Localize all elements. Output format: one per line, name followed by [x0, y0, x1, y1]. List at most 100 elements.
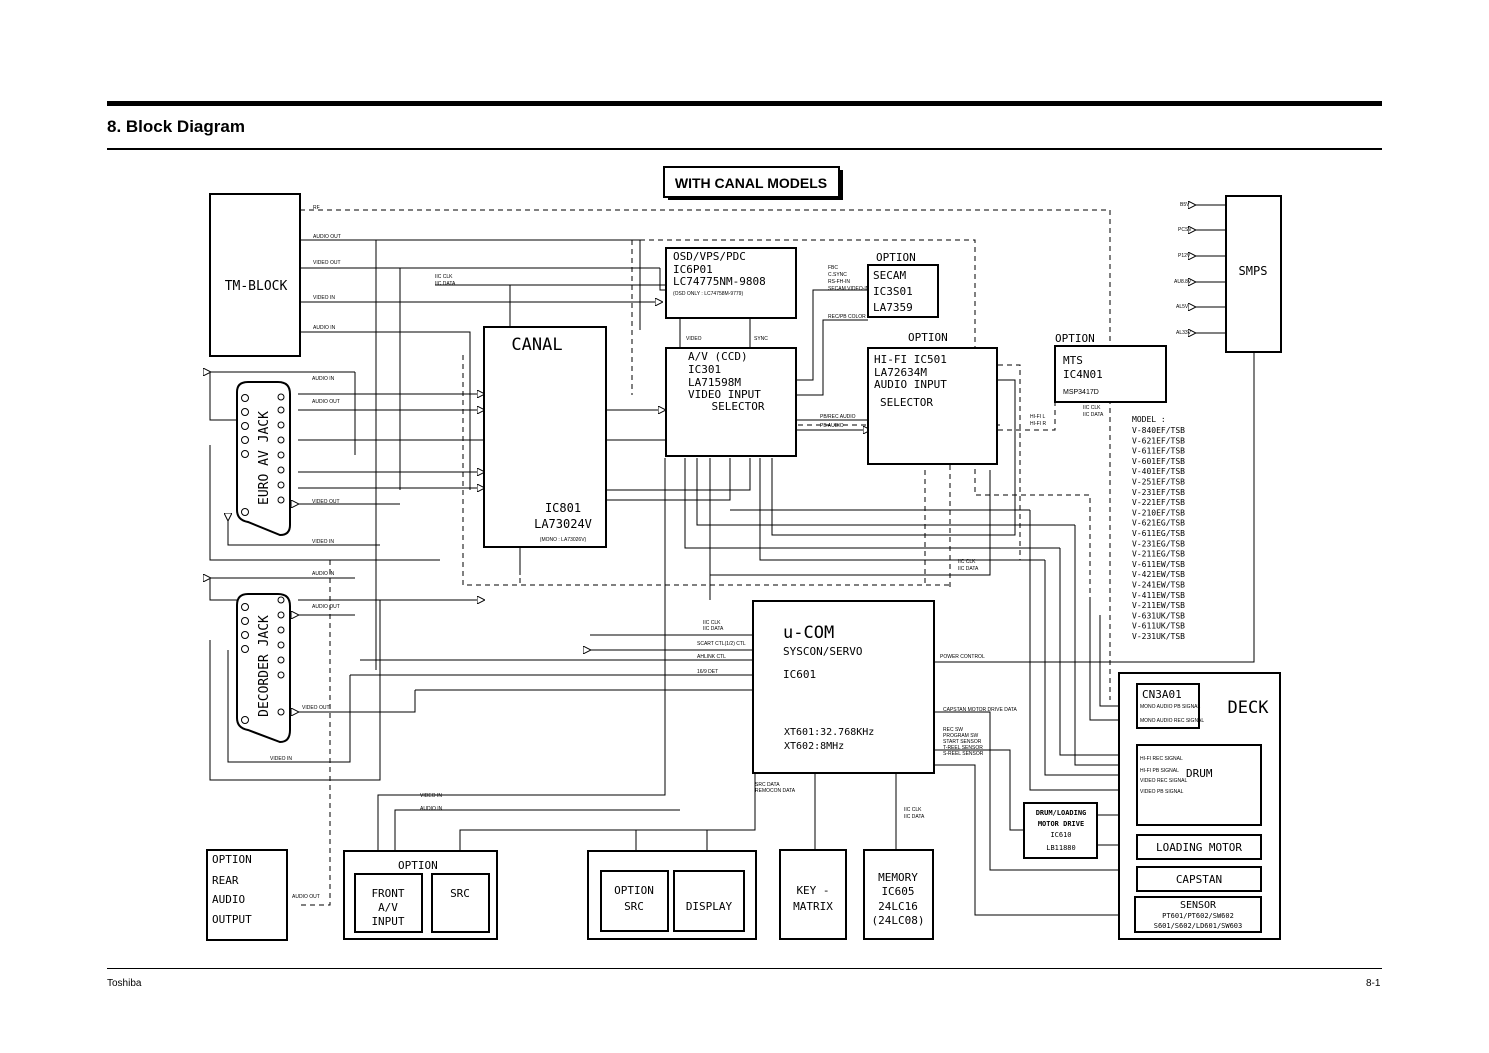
sig-csync: C.SYNC — [828, 272, 847, 278]
sensor-title: SENSOR — [1180, 900, 1217, 911]
sig-dec-video-in: VIDEO IN — [270, 756, 292, 762]
motor-drive-line-2: MOTOR DRIVE — [1038, 820, 1084, 828]
model-entry: V-231UK/TSB — [1132, 632, 1185, 641]
hifi-line-2: LA72634M — [874, 366, 927, 379]
canal-note: (MONO : LA73026V) — [540, 537, 587, 543]
top-rule-thick — [107, 101, 1382, 106]
hifi-line-3: AUDIO INPUT — [874, 378, 947, 391]
model-entry: V-631UK/TSB — [1132, 611, 1185, 620]
model-entry: V-621EF/TSB — [1132, 436, 1185, 445]
src-label: SRC — [450, 887, 470, 900]
model-entry: V-611UK/TSB — [1132, 622, 1185, 631]
loading-motor-label: LOADING MOTOR — [1156, 841, 1242, 854]
sig-iic-data: IIC DATA — [435, 281, 456, 287]
model-entry: V-251EF/TSB — [1132, 478, 1185, 487]
sig-euro-audio-out: AUDIO OUT — [312, 399, 340, 405]
mts-line-3: MSP3417D — [1063, 389, 1099, 396]
av-line-2: IC301 — [688, 363, 721, 376]
euro-jack-label: EURO AV JACK — [257, 411, 272, 505]
sig-pb-audio: PB AUDIO — [820, 423, 844, 429]
display-label: DISPLAY — [686, 900, 733, 913]
key-matrix-line-2: MATRIX — [793, 900, 833, 913]
hifi-option-label: OPTION — [908, 331, 948, 344]
sig-front-video-in: VIDEO IN — [420, 793, 442, 799]
front-av-line-1: FRONT — [371, 887, 404, 900]
ucom-line-2: SYSCON/SERVO — [783, 645, 862, 658]
model-entry: V-621EG/TSB — [1132, 519, 1185, 528]
hifi-block: OPTION HI-FI IC501 LA72634M AUDIO INPUT … — [867, 331, 998, 465]
rear-audio-line-3: AUDIO — [212, 893, 245, 906]
model-entry: V-421EW/TSB — [1132, 570, 1185, 579]
sig-video-in: VIDEO IN — [313, 295, 335, 301]
sig-video-rec: VIDEO REC SIGNAL — [1140, 778, 1187, 784]
model-entry: V-401EF/TSB — [1132, 467, 1185, 476]
sig-dec-audio-in: AUDIO IN — [312, 571, 335, 577]
sig-pb-rec-audio: PB/REC AUDIO — [820, 414, 856, 420]
front-av-group: OPTION FRONT A/V INPUT SRC — [343, 850, 498, 940]
capstan-label: CAPSTAN — [1176, 873, 1222, 886]
sig-remocon: REMOCON DATA — [755, 788, 796, 794]
sig-euro-audio-in: AUDIO IN — [312, 376, 335, 382]
key-matrix-block: KEY - MATRIX — [779, 849, 847, 940]
tm-block-label: TM-BLOCK — [225, 279, 288, 294]
decorder-jack-label: DECORDER JACK — [257, 615, 272, 717]
av-line-1: A/V (CCD) — [688, 350, 748, 363]
deck-title: DECK — [1228, 698, 1270, 718]
sig-euro-video-in: VIDEO IN — [312, 539, 334, 545]
sig-iic-clk: IIC CLK — [435, 274, 453, 280]
sig-euro-video-out: VIDEO OUT — [312, 499, 340, 505]
sig-src-data: SRC DATA — [755, 782, 780, 788]
canal-part: LA73024V — [534, 517, 592, 531]
sig-video-out: VIDEO OUT — [313, 260, 341, 266]
sig-audio-in: AUDIO IN — [313, 325, 336, 331]
page-heading: 8. Block Diagram — [107, 117, 245, 136]
motor-drive-line-4: LB11880 — [1046, 844, 1076, 852]
rear-audio-line-2: REAR — [212, 874, 239, 887]
sig-ucom-iic-data: IIC DATA — [958, 566, 979, 572]
ucom-line-3: IC601 — [783, 668, 816, 681]
secam-line-2: IC3S01 — [873, 285, 913, 298]
model-entry: V-411EW/TSB — [1132, 591, 1185, 600]
sig-mts-iic-clk: IIC CLK — [1083, 405, 1101, 411]
sig-secam-video: SECAM VIDEO-IN — [828, 286, 870, 292]
model-entry: V-241EW/TSB — [1132, 581, 1185, 590]
sig-mem-iic-data: IIC DATA — [904, 814, 925, 820]
sig-al33v: AL33V — [1176, 330, 1192, 336]
secam-block: OPTION SECAM IC3S01 LA7359 — [867, 251, 939, 318]
display-group: OPTION SRC DISPLAY — [587, 850, 757, 940]
model-entry: V-231EG/TSB — [1132, 539, 1185, 548]
model-entry: V-611EW/TSB — [1132, 560, 1185, 569]
ucom-xtal-2: XT602:8MHz — [784, 741, 844, 752]
memory-line-3: 24LC16 — [878, 900, 918, 913]
decorder-jack: DECORDER JACK — [236, 593, 291, 744]
sig-hifi-pb: HI-FI PB SIGNAL — [1140, 768, 1179, 774]
option-src-line-1: OPTION — [614, 884, 654, 897]
decorder-jack-pins — [241, 596, 285, 724]
memory-line-2: IC605 — [881, 885, 914, 898]
model-entry: V-601EF/TSB — [1132, 457, 1185, 466]
canal-ic: IC801 — [545, 501, 581, 515]
smps-label: SMPS — [1239, 264, 1268, 278]
euro-av-jack: EURO AV JACK — [236, 381, 291, 537]
sig-video-pb: VIDEO PB SIGNAL — [1140, 789, 1184, 795]
rear-audio-output-block: OPTION REAR AUDIO OUTPUT — [206, 849, 288, 941]
banner-text: WITH CANAL MODELS — [675, 175, 827, 191]
sig-front-audio-in: AUDIO IN — [420, 806, 443, 812]
sig-16-9: 16/9 DET — [697, 669, 718, 675]
motor-drive-block: DRUM/LOADING MOTOR DRIVE IC610 LB11880 — [1023, 802, 1098, 859]
model-entry: V-611EG/TSB — [1132, 529, 1185, 538]
sig-program-sw: PROGRAM SW — [943, 733, 979, 739]
sig-hifi-r: HI-FI R — [1030, 421, 1046, 427]
osd-line-4: (OSD ONLY : LC74758M-9779) — [673, 291, 743, 297]
av-line-5: SELECTOR — [712, 400, 765, 413]
ucom-block: u-COM SYSCON/SERVO IC601 XT601:32.768KHz… — [752, 600, 935, 774]
canal-block: CANAL IC801 LA73024V (MONO : LA73026V) — [483, 326, 607, 548]
model-entry: V-210EF/TSB — [1132, 508, 1185, 517]
euro-jack-pins — [241, 393, 285, 516]
front-group-option-label: OPTION — [398, 859, 438, 872]
sig-al5v: AL5V — [1176, 304, 1189, 310]
ucom-title: u-COM — [783, 623, 834, 643]
canal-title: CANAL — [511, 335, 562, 355]
memory-block: MEMORY IC605 24LC16 (24LC08) — [863, 849, 934, 940]
